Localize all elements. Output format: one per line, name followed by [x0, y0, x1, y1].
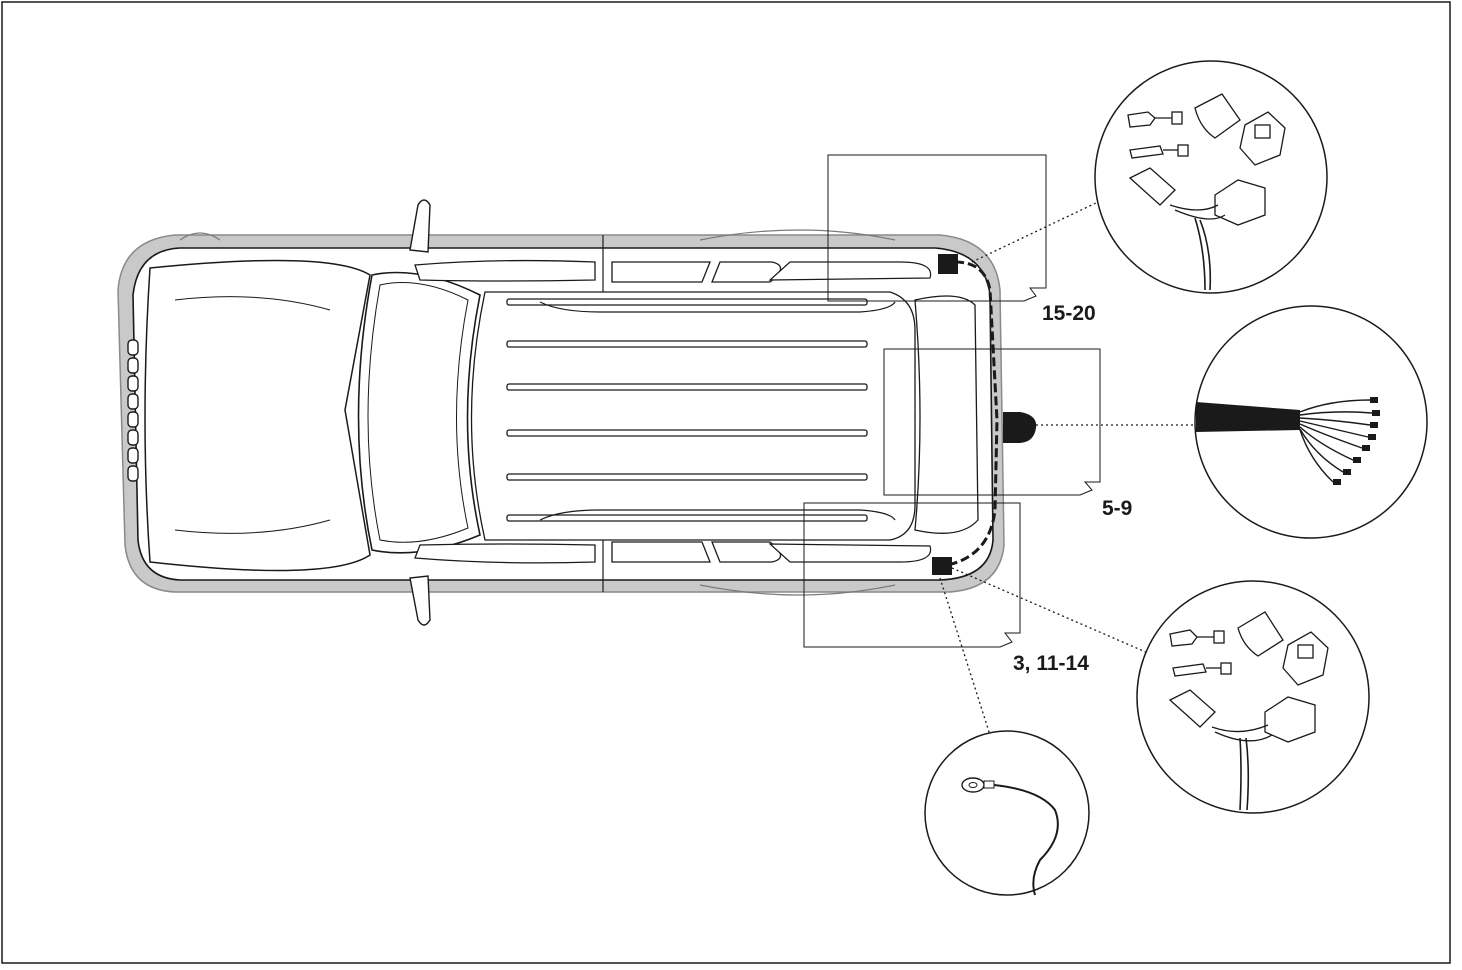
side-window-top-front	[414, 259, 596, 282]
car-hood	[144, 259, 371, 572]
harness-wire-bottom	[1239, 737, 1250, 811]
windshield	[357, 271, 481, 554]
wiring-harness	[947, 260, 999, 567]
detail-circle-lamp-connectors-top	[1094, 60, 1328, 294]
rear-window	[914, 295, 979, 534]
hood-crease	[174, 296, 331, 534]
detail-circle-ground-terminal	[924, 730, 1090, 896]
connector-set-icon	[1168, 611, 1329, 743]
leader-lines	[939, 201, 1198, 736]
side-window-top-rear	[611, 261, 711, 283]
side-window-bottom-rear	[611, 541, 711, 563]
front-grille	[127, 339, 139, 482]
label-5-9: 5-9	[1102, 497, 1132, 520]
mirror-right	[409, 575, 431, 626]
callout-box-middle	[883, 348, 1101, 496]
mirror-left	[409, 199, 431, 253]
car-top-view	[117, 199, 1037, 626]
tow-ball	[1003, 412, 1037, 443]
wire-bundle-icon	[1196, 402, 1300, 432]
side-window-bottom-rear-quarter	[768, 543, 932, 563]
detail-circle-wire-bundle	[1194, 305, 1428, 539]
connector-block-top	[938, 254, 958, 274]
side-window-bottom-front	[414, 543, 596, 564]
ring-terminal-icon	[961, 777, 1059, 896]
windshield-inner	[367, 282, 469, 543]
roof-rails	[506, 298, 868, 522]
callout-box-bottom	[803, 502, 1021, 648]
wire-terminals	[1333, 397, 1380, 485]
connector-block-bottom	[932, 557, 952, 575]
detail-circle-lamp-connectors-bottom	[1136, 580, 1370, 814]
label-15-20: 15-20	[1042, 302, 1096, 325]
callout-box-top	[827, 154, 1047, 302]
label-3-11-14: 3, 11-14	[1013, 652, 1089, 675]
harness-wire-top	[1194, 217, 1212, 291]
connector-set-icon	[1127, 93, 1286, 226]
side-rail-bottom	[539, 509, 896, 521]
wheel-arch-top-rear	[699, 229, 896, 241]
wheel-arch-top-front	[179, 232, 221, 241]
side-window-top-rear-quarter	[768, 261, 932, 281]
wire-fanout	[1299, 399, 1373, 483]
side-rail-top	[539, 301, 896, 313]
wheel-arch-bottom-rear	[699, 584, 896, 596]
